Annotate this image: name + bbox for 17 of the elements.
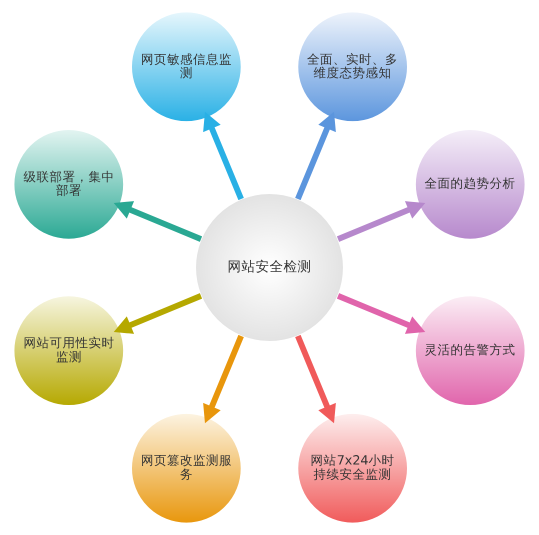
node-circle: 网页敏感信息监测 [131, 11, 242, 122]
arrow [295, 112, 336, 200]
arrow [295, 334, 336, 424]
node-circle: 全面的趋势分析 [414, 129, 526, 240]
node-circle: 网页篡改监测服务 [131, 412, 242, 524]
arrow [336, 201, 426, 242]
arrow [336, 293, 426, 334]
node-circle: 网站7x24小时持续安全监测 [297, 412, 408, 524]
node-circle: 级联部署，集中部署 [13, 129, 124, 240]
arrow [203, 112, 244, 200]
node-circle: 全面、实时、多维度态势感知 [297, 11, 408, 122]
arrow [114, 293, 202, 334]
arrow [114, 201, 202, 242]
node-circle: 网站可用性实时监测 [13, 295, 124, 406]
arrow [203, 334, 244, 424]
node-circle: 灵活的告警方式 [414, 295, 526, 406]
node-circle: 网站安全检测 [195, 193, 344, 342]
